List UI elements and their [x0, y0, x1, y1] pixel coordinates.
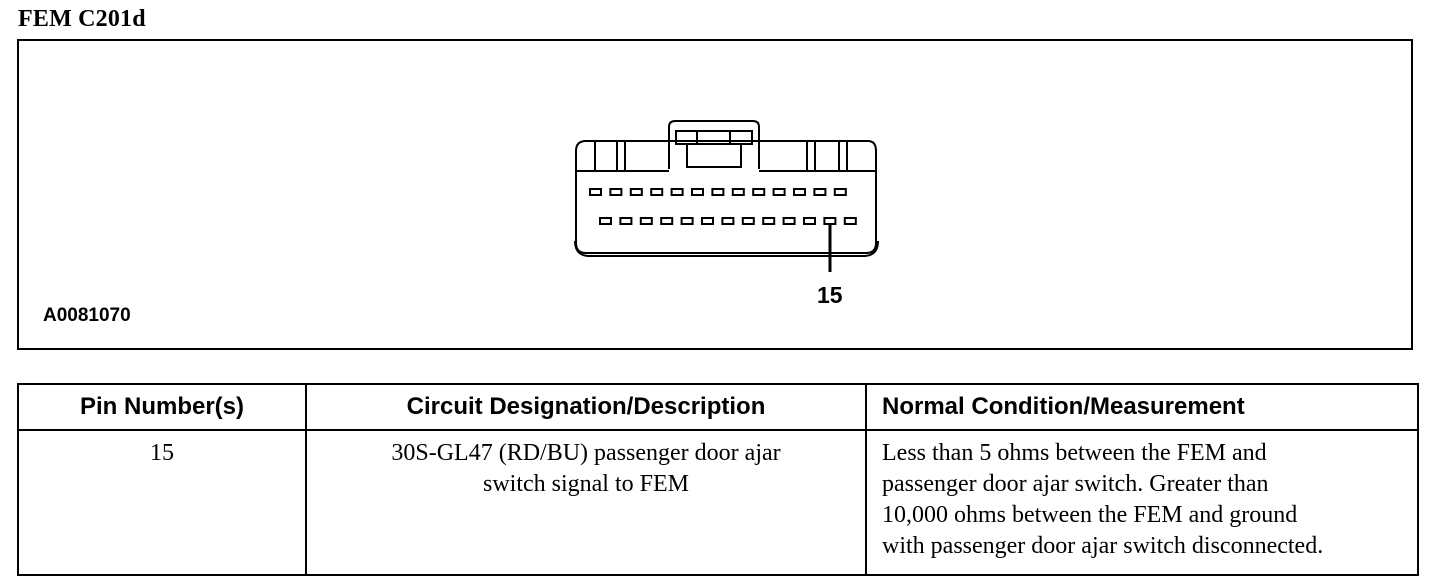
- pin-cavity-top-5: [670, 188, 684, 196]
- pin-cavity-top-13: [833, 188, 847, 196]
- pin-cavity-bottom-3: [639, 217, 653, 225]
- page-title: FEM C201d: [18, 6, 146, 32]
- pin-cavity-bottom-6: [701, 217, 714, 225]
- pin-cavity-top-7: [711, 188, 725, 196]
- header-pin-numbers: Pin Number(s): [17, 383, 307, 431]
- circuit-line: switch signal to FEM: [482, 471, 689, 497]
- condition-line: with passenger door ajar switch disconne…: [882, 533, 1324, 559]
- circuit-line: 30S-GL47 (RD/BU) passenger door ajar: [391, 440, 781, 466]
- connector-figure: 15 A0081070: [17, 39, 1413, 350]
- figure-id: A0081070: [43, 305, 131, 326]
- connector-face-diagram: [574, 120, 879, 272]
- pin-cavity-top-9: [752, 188, 766, 196]
- cell-pin-number: 15: [17, 429, 307, 576]
- pin-cavity-bottom-12: [823, 217, 837, 225]
- pin-cavity-bottom-8: [741, 217, 755, 225]
- condition-line: passenger door ajar switch. Greater than: [882, 471, 1269, 497]
- pin-table: Pin Number(s) Circuit Designation/Descri…: [17, 383, 1419, 576]
- pin-cavity-top-1: [589, 188, 602, 196]
- pin-cavity-top-8: [731, 188, 745, 196]
- pin-cavity-top-11: [793, 188, 806, 196]
- pin-cavity-bottom-2: [619, 217, 633, 225]
- table-header-row: Pin Number(s) Circuit Designation/Descri…: [17, 383, 1419, 431]
- pin-cavity-top-3: [629, 188, 643, 196]
- cell-circuit-description: 30S-GL47 (RD/BU) passenger door ajar swi…: [305, 429, 867, 576]
- pin-cavity-bottom-1: [599, 217, 612, 225]
- pin-cavity-bottom-4: [660, 217, 674, 225]
- pin-callout-label: 15: [817, 282, 843, 308]
- pin-cavity-bottom-9: [762, 217, 776, 225]
- pin-cavity-bottom-11: [803, 217, 816, 225]
- pin-cavity-top-12: [813, 188, 827, 196]
- pin-cavity-bottom-5: [680, 217, 694, 225]
- header-circuit: Circuit Designation/Description: [305, 383, 867, 431]
- condition-line: Less than 5 ohms between the FEM and: [882, 440, 1267, 466]
- pin-cavity-bottom-7: [721, 217, 735, 225]
- condition-line: 10,000 ohms between the FEM and ground: [882, 502, 1298, 528]
- cell-normal-condition: Less than 5 ohms between the FEM and pas…: [865, 429, 1419, 576]
- pin-cavity-top-10: [772, 188, 786, 196]
- pin-cavity-bottom-10: [782, 217, 796, 225]
- pin-cavity-top-4: [650, 188, 664, 196]
- pin-cavity-top-6: [691, 188, 704, 196]
- header-normal-condition: Normal Condition/Measurement: [865, 383, 1419, 431]
- pin-cavity-bottom-13: [843, 217, 857, 225]
- table-row: 15 30S-GL47 (RD/BU) passenger door ajar …: [17, 429, 1419, 576]
- pin-cavity-top-2: [609, 188, 623, 196]
